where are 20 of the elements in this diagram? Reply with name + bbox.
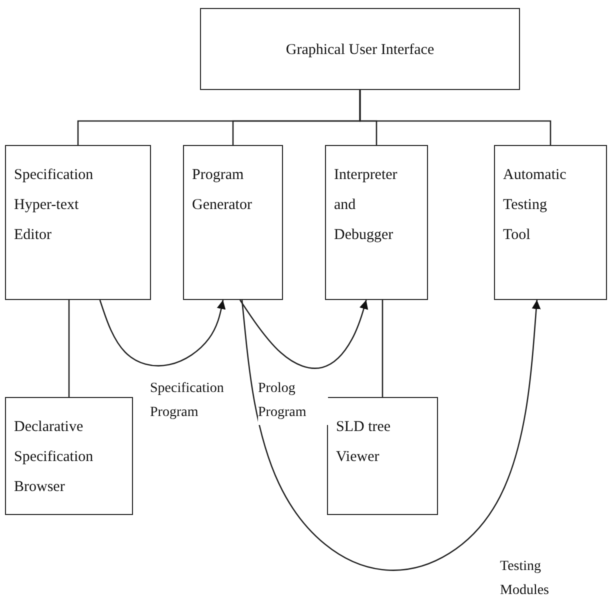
connector-line bbox=[68, 300, 70, 397]
box-label: Declarative Specification Browser bbox=[13, 418, 94, 497]
component-box bbox=[183, 145, 283, 300]
curved-arrow bbox=[239, 300, 368, 369]
box-label: Interpreter and Debugger bbox=[333, 166, 398, 245]
box-label: Automatic Testing Tool bbox=[502, 166, 568, 245]
curved-arrow bbox=[241, 300, 541, 571]
component-box bbox=[325, 145, 428, 300]
box-label: SLD tree Viewer bbox=[335, 418, 392, 467]
box-label: Program Generator bbox=[191, 166, 253, 215]
connector-line bbox=[382, 300, 384, 397]
component-box bbox=[327, 397, 438, 515]
connector-line bbox=[359, 90, 552, 145]
box-label: Specification Hyper-text Editor bbox=[13, 166, 94, 245]
component-box bbox=[5, 145, 151, 300]
curved-arrow bbox=[99, 300, 226, 366]
component-box bbox=[5, 397, 133, 515]
component-box bbox=[494, 145, 607, 300]
component-box bbox=[200, 8, 520, 90]
box-label: Graphical User Interface bbox=[284, 41, 436, 60]
